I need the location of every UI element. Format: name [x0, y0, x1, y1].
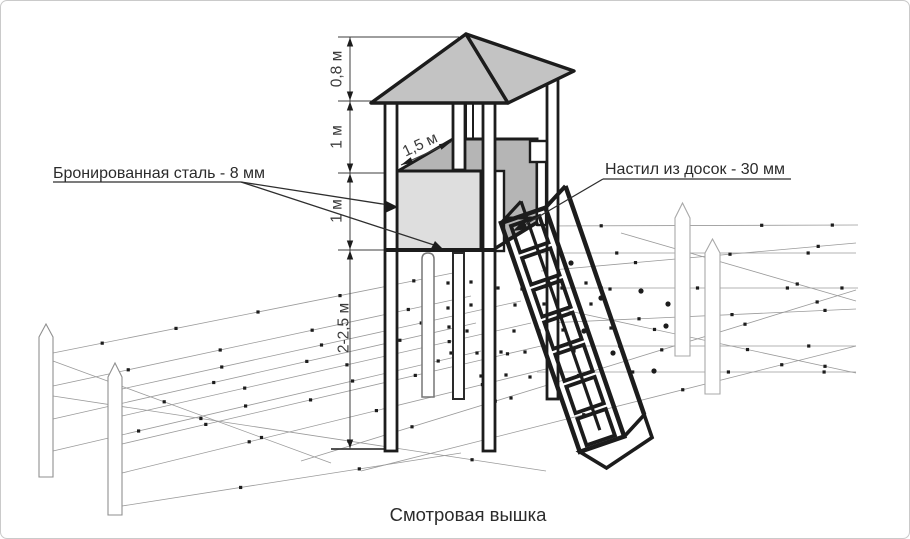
- watchtower: [369, 32, 576, 453]
- leader-arrow: [384, 200, 398, 213]
- back-center-post: [451, 101, 467, 172]
- fence-posts: [38, 201, 721, 516]
- leader-arrow: [430, 241, 445, 251]
- annotation-armored-steel: Бронированная сталь - 8 мм: [53, 165, 445, 251]
- fence-post: [674, 201, 691, 357]
- leader-arrow: [513, 220, 528, 231]
- ladder: [498, 184, 655, 471]
- fence-post: [704, 237, 721, 395]
- armored-steel-label: Бронированная сталь - 8 мм: [53, 165, 265, 182]
- barb-dots: [100, 223, 844, 490]
- doorway-notch: [528, 139, 550, 164]
- rear-center-leg: [452, 252, 465, 400]
- roof: [369, 32, 576, 105]
- dim-roof-height: 0,8 м: [328, 51, 345, 88]
- annotation-plank-flooring: Настил из досок - 30 мм: [513, 161, 791, 231]
- caption: Смотровая вышка: [390, 504, 548, 525]
- rear-left-leg: [421, 252, 435, 398]
- fence-post: [38, 322, 54, 478]
- dim-cabin-wall: 1 м: [328, 199, 345, 223]
- fence-post: [107, 361, 123, 516]
- plank-flooring-label: Настил из досок - 30 мм: [605, 161, 785, 178]
- front-right-post: [481, 99, 497, 453]
- dim-upper-opening: 1 м: [328, 125, 345, 149]
- ladder-rungs: [508, 213, 618, 448]
- dim-support-legs: 2-2,5 м: [335, 303, 352, 353]
- cabin-front-wall: [395, 169, 483, 252]
- front-left-post: [383, 100, 399, 453]
